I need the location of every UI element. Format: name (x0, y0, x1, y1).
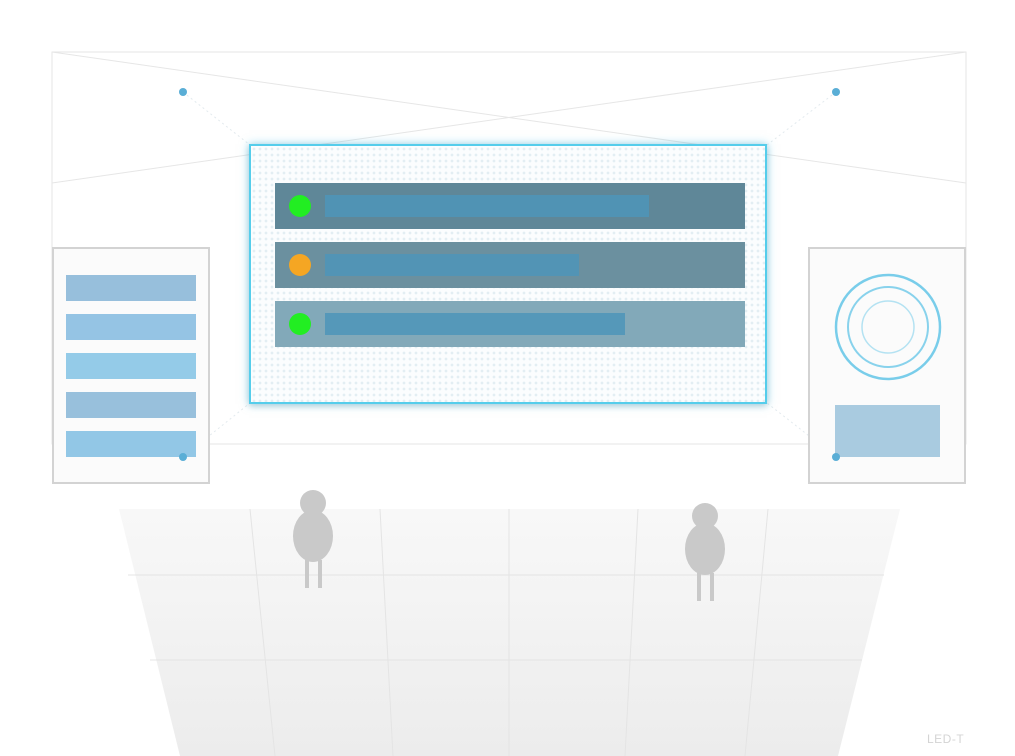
status-bar (325, 254, 579, 276)
right-side-panel (808, 247, 966, 484)
list-bar (66, 275, 196, 301)
floor-grid (128, 508, 884, 756)
sensor-dot-bottom-right (832, 453, 840, 461)
status-indicator-dot (289, 254, 311, 276)
left-side-panel (52, 247, 210, 484)
status-row (275, 183, 745, 229)
target-rings-icon (834, 273, 942, 381)
list-bar (66, 431, 196, 457)
status-indicator-dot (289, 195, 311, 217)
main-led-screen (249, 144, 767, 404)
status-row (275, 301, 745, 347)
person-figure-left (293, 490, 333, 588)
list-bar (66, 353, 196, 379)
list-bar (66, 314, 196, 340)
status-row (275, 242, 745, 288)
sensor-dots (179, 88, 840, 96)
footer-label: LED-T (927, 732, 965, 746)
list-bar (66, 392, 196, 418)
sensor-beams (182, 91, 837, 458)
person-figure-right (685, 503, 725, 601)
status-bar (325, 195, 649, 217)
status-indicator-dot (289, 313, 311, 335)
status-bar (325, 313, 625, 335)
sensor-dot-top-left (179, 88, 187, 96)
sensor-dot-bottom-left (179, 453, 187, 461)
info-block (835, 405, 940, 457)
sensor-dot-top-right (832, 88, 840, 96)
